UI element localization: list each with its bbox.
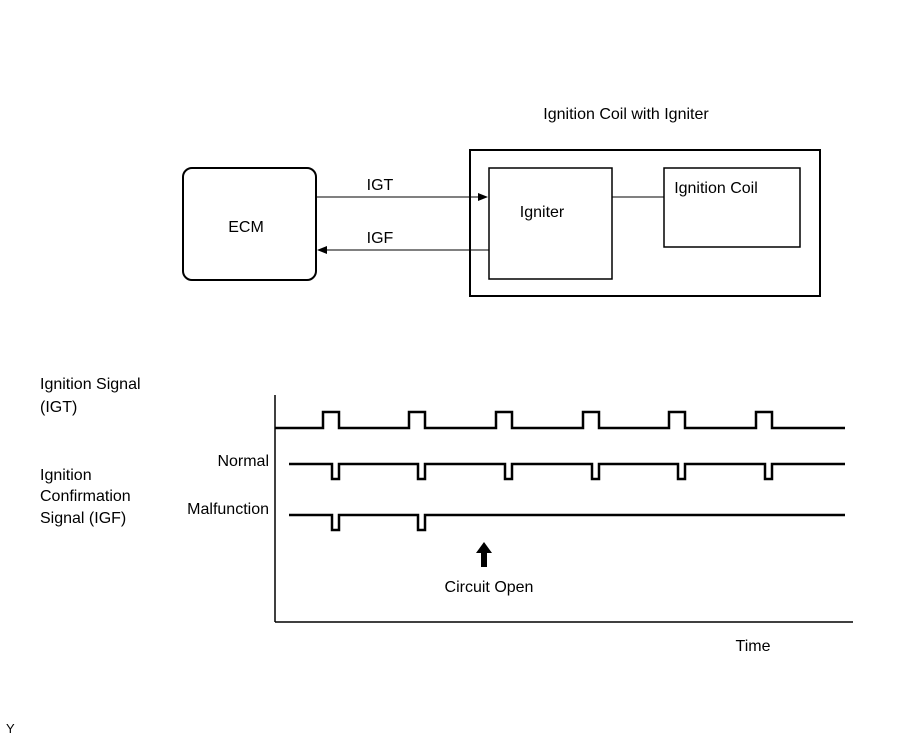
malfunction-label: Malfunction [187, 501, 269, 518]
circuit-open-arrow-icon [476, 542, 492, 567]
module-title: Ignition Coil with Igniter [543, 106, 709, 123]
igniter-label: Igniter [520, 204, 565, 221]
time-label: Time [736, 638, 771, 655]
igf-label-line2: Confirmation [40, 488, 131, 505]
igf-normal-waveform [289, 462, 845, 481]
footer-mark: Y [6, 721, 15, 736]
igf-signal-label: IGF [367, 230, 394, 247]
igt-label-line1: Ignition Signal [40, 376, 141, 393]
ignition-coil-label: Ignition Coil [674, 180, 758, 197]
igt-waveform [275, 410, 845, 430]
ecm-label: ECM [228, 219, 264, 236]
normal-label: Normal [217, 453, 269, 470]
ignition-coil-box [663, 167, 801, 248]
igf-label-line1: Ignition [40, 467, 92, 484]
circuit-open-label: Circuit Open [445, 579, 534, 596]
igniter-box [488, 167, 613, 280]
ecm-box [182, 167, 317, 281]
igniter-module-box [469, 149, 821, 297]
igf-label-line3: Signal (IGF) [40, 510, 126, 527]
igt-signal-label: IGT [367, 177, 394, 194]
igf-malfunction-waveform [289, 513, 845, 532]
igt-label-line2: (IGT) [40, 399, 77, 416]
